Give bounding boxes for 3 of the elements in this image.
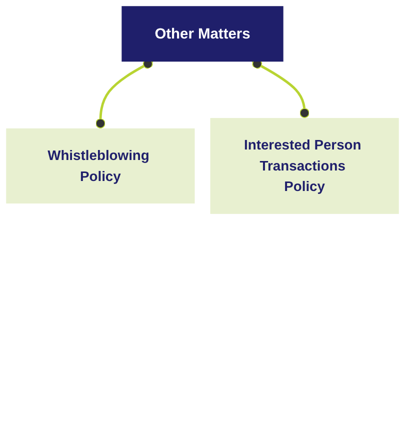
node-box: Whistleblowing Policy <box>6 128 195 204</box>
node-box: Other Matters <box>122 6 284 62</box>
node-box: Interested Person Transactions Policy <box>210 118 399 214</box>
